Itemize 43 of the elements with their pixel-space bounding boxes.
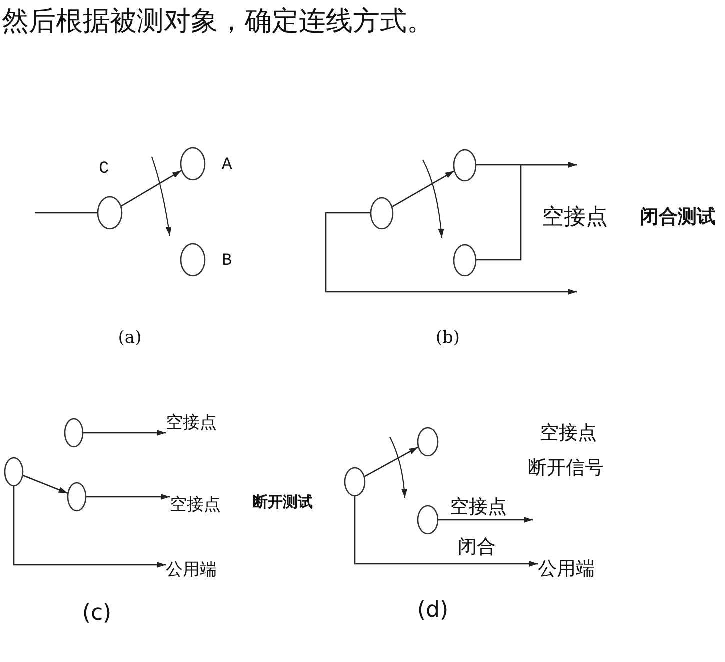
terminal-circle: [180, 243, 206, 277]
terminal-label: 空接点: [166, 410, 217, 436]
arrow: [392, 170, 455, 208]
subfigure-label: (b): [436, 327, 460, 350]
terminal-circle: [417, 427, 439, 457]
subfigure-label: (d): [417, 596, 449, 624]
terminal-circle: [344, 467, 366, 497]
terminal-circle: [4, 457, 24, 487]
terminal-circle: [370, 196, 394, 230]
terminal-circle: [417, 505, 439, 535]
terminal-label: 断开信号: [528, 456, 604, 480]
terminal-circle: [453, 244, 477, 276]
terminal-label: 公用端: [538, 554, 595, 584]
arrow: [364, 446, 419, 478]
terminal-letter: C: [99, 159, 110, 181]
state-label: 闭合: [458, 534, 496, 560]
contact-label: 空接点: [542, 204, 608, 232]
test-mode-label: 断开测试: [253, 492, 313, 512]
arrow: [86, 494, 170, 500]
arrow: [13, 486, 166, 568]
wire-line: [35, 212, 98, 214]
arrow: [354, 496, 538, 567]
test-mode-label: 闭合测试: [640, 204, 716, 230]
terminal-label: 空接点: [540, 421, 597, 445]
arrow: [325, 212, 577, 295]
terminal-label: 公用端: [166, 557, 217, 583]
edge-label: 空接点: [450, 496, 507, 518]
terminal-circle: [64, 418, 84, 448]
arrow: [438, 517, 533, 523]
terminal-letter: B: [222, 251, 232, 273]
arrow: [121, 170, 182, 207]
subfigure-label: (a): [118, 327, 142, 350]
terminal-circle: [453, 148, 477, 182]
title-text: 然后根据被测对象，确定连线方式。: [2, 5, 434, 39]
terminal-letter: A: [222, 155, 232, 177]
subfigure-label: (c): [82, 600, 112, 628]
terminal-label: 空接点: [170, 492, 221, 518]
terminal-circle: [67, 482, 87, 512]
terminal-circle: [180, 147, 206, 181]
arrow: [84, 430, 166, 436]
arrow: [476, 162, 577, 261]
terminal-circle: [97, 196, 123, 230]
arrow: [22, 475, 68, 494]
